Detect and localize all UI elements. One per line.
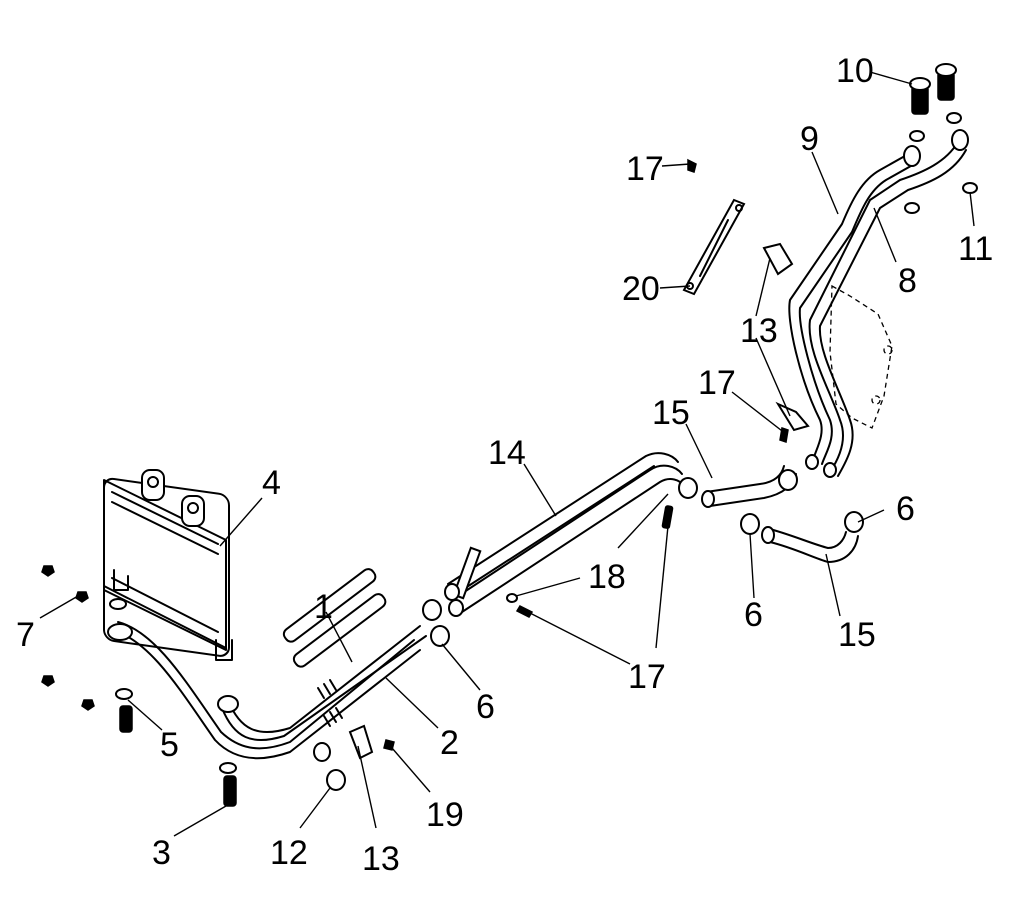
callout-13-lower: 13 <box>362 840 400 878</box>
callout-11: 11 <box>958 230 993 268</box>
callout-19: 19 <box>426 796 464 834</box>
upper-oil-pipes <box>788 129 969 478</box>
callout-3: 3 <box>152 834 171 872</box>
oil-hoses-lower <box>107 568 427 760</box>
callout-6-right: 6 <box>896 490 915 528</box>
callout-1: 1 <box>314 588 333 626</box>
small-fasteners <box>41 505 674 807</box>
oil-pipe-assembly <box>444 452 685 617</box>
callout-5: 5 <box>160 726 179 764</box>
callout-13-upper: 13 <box>740 312 778 350</box>
callout-6-left: 6 <box>476 688 495 726</box>
banjo-bolts <box>904 63 978 214</box>
callout-8: 8 <box>898 262 917 300</box>
callout-14: 14 <box>488 434 526 472</box>
callout-17-upper: 17 <box>626 150 664 188</box>
callout-18: 18 <box>588 558 626 596</box>
hose-clamps <box>422 469 864 647</box>
pipe-clamp-upper <box>687 158 810 443</box>
callout-4: 4 <box>262 464 281 502</box>
callout-9: 9 <box>800 120 819 158</box>
callout-10: 10 <box>836 52 874 90</box>
callout-15-lower: 15 <box>838 616 876 654</box>
mounting-strap <box>682 198 746 296</box>
callout-17-mid: 17 <box>698 364 736 402</box>
callout-20: 20 <box>622 270 660 308</box>
callout-7: 7 <box>16 616 35 654</box>
callout-6-center: 6 <box>744 596 763 634</box>
callout-17-lower: 17 <box>628 658 666 696</box>
oil-cooler <box>103 469 233 661</box>
leader-lines <box>39 71 975 837</box>
callout-12: 12 <box>270 834 308 872</box>
frame-bracket-reference <box>829 284 893 429</box>
callout-labels: 10 9 8 11 17 20 13 17 15 14 4 6 18 6 15 … <box>16 52 993 878</box>
callout-15-upper: 15 <box>652 394 690 432</box>
callout-2: 2 <box>440 724 459 762</box>
